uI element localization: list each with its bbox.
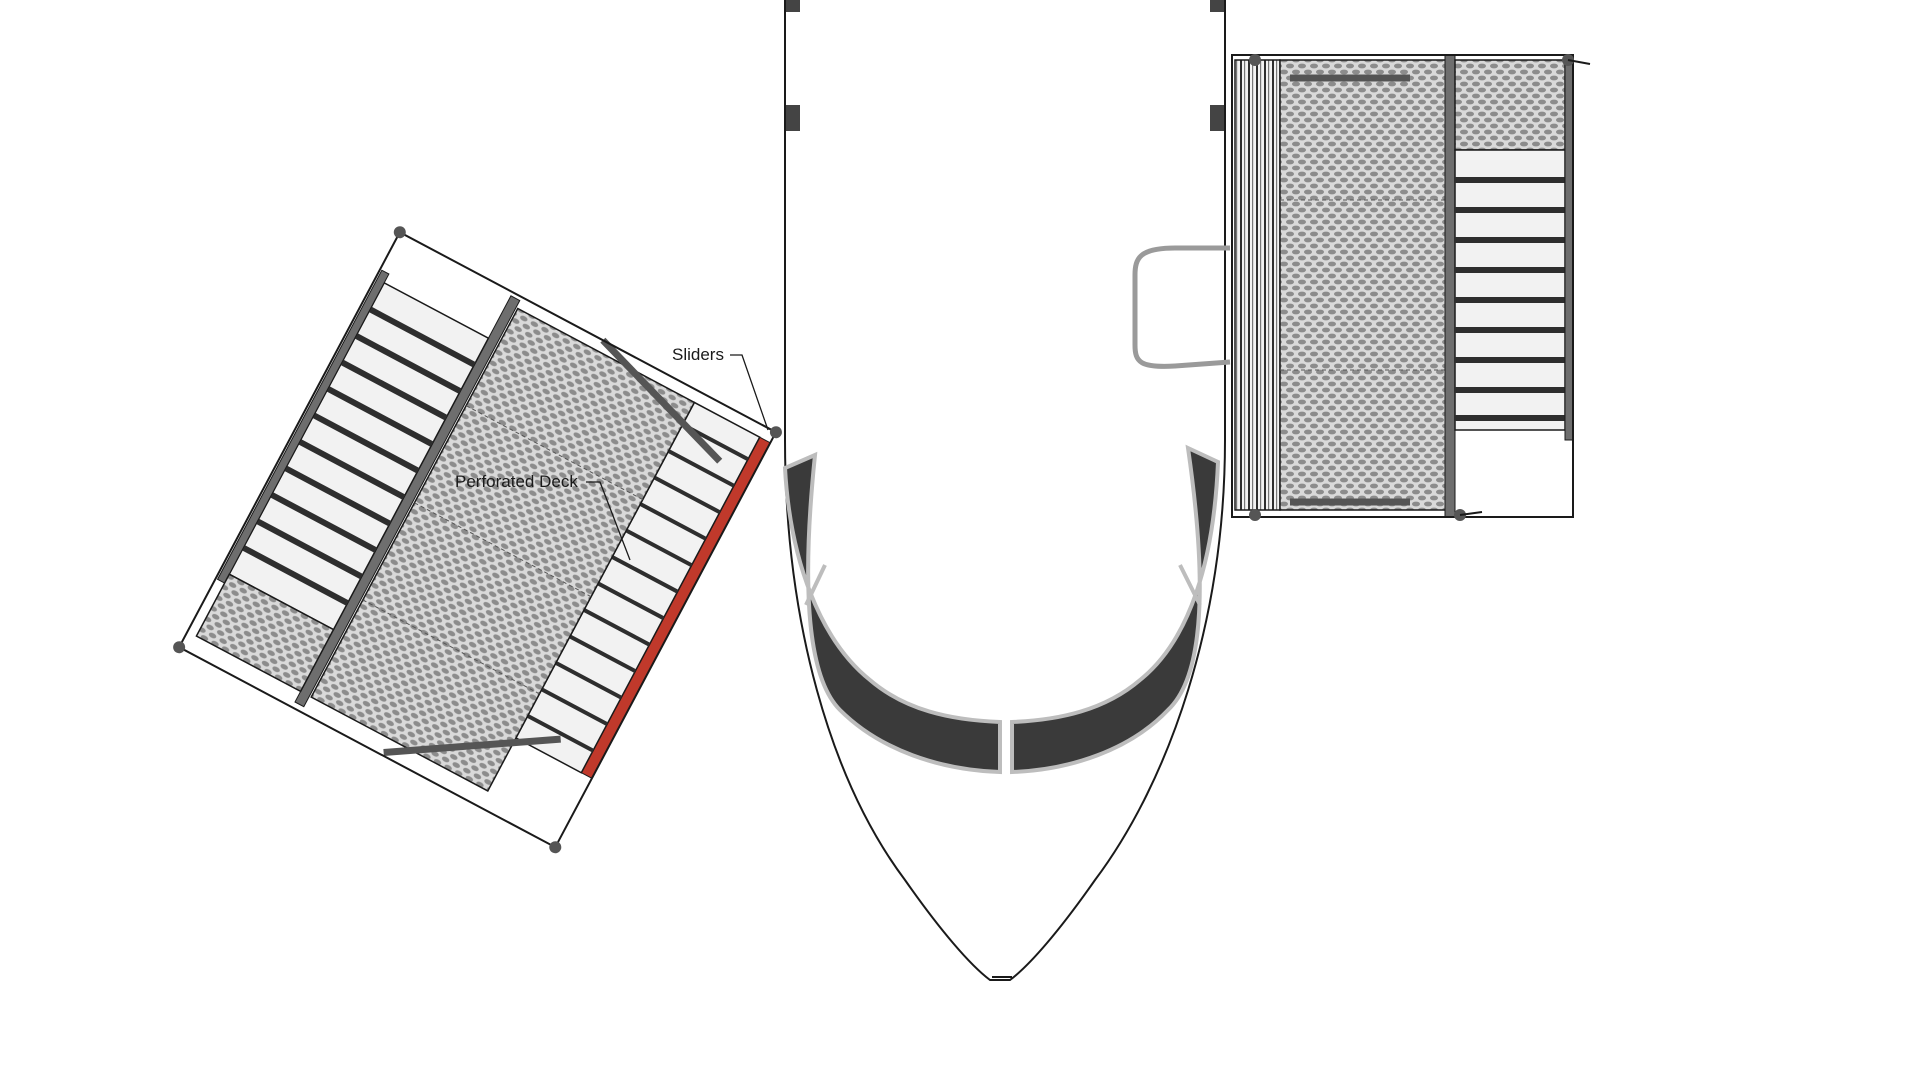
windshield-frame xyxy=(1178,564,1202,606)
upper-landing xyxy=(1454,59,1566,151)
perforated-deck-leader xyxy=(586,481,631,561)
windshield-frame xyxy=(804,564,827,606)
platform-frame xyxy=(177,230,778,849)
jack-icon xyxy=(769,426,782,439)
jack-handle xyxy=(1459,511,1483,516)
aircraft-nose xyxy=(782,0,1231,981)
windshield-left xyxy=(782,451,1002,775)
tread-strip xyxy=(1234,59,1281,511)
fuselage-mark xyxy=(1210,0,1224,12)
sliders-callout: Sliders xyxy=(672,345,724,364)
deck-seam xyxy=(414,502,592,598)
tread-lines xyxy=(526,422,749,753)
deck-seam xyxy=(362,599,540,695)
stair-stringer-right xyxy=(1564,59,1574,441)
deck-seam xyxy=(465,405,643,501)
platform-frame-right xyxy=(1231,54,1574,518)
cabin-door xyxy=(1132,245,1231,369)
jack-icon xyxy=(549,841,562,854)
platform-left xyxy=(173,226,782,854)
stair-section-right xyxy=(1454,149,1566,431)
jack-handle xyxy=(1567,59,1591,65)
strut xyxy=(600,337,723,464)
strut xyxy=(383,735,561,757)
jack-icon xyxy=(1249,54,1261,66)
fuselage-mark xyxy=(1210,105,1224,131)
fuselage-mark xyxy=(786,105,800,131)
jack-icon xyxy=(173,641,186,654)
fuselage-mark xyxy=(786,0,800,12)
stair-treads xyxy=(241,306,476,606)
stair-treads-right xyxy=(1455,177,1565,421)
jack-icon xyxy=(393,226,406,239)
jack-icon xyxy=(1249,509,1261,521)
platform-right xyxy=(1231,54,1591,521)
stair-stringer xyxy=(216,269,390,584)
lower-landing xyxy=(195,573,335,693)
fuselage-outline xyxy=(784,0,1226,981)
perforated-deck-right xyxy=(1279,59,1453,511)
handrail-right xyxy=(1444,54,1456,518)
perforated-deck-callout: Perforated Deck xyxy=(455,472,578,491)
sliders-leader xyxy=(730,354,769,431)
windshield-right xyxy=(1010,444,1221,775)
